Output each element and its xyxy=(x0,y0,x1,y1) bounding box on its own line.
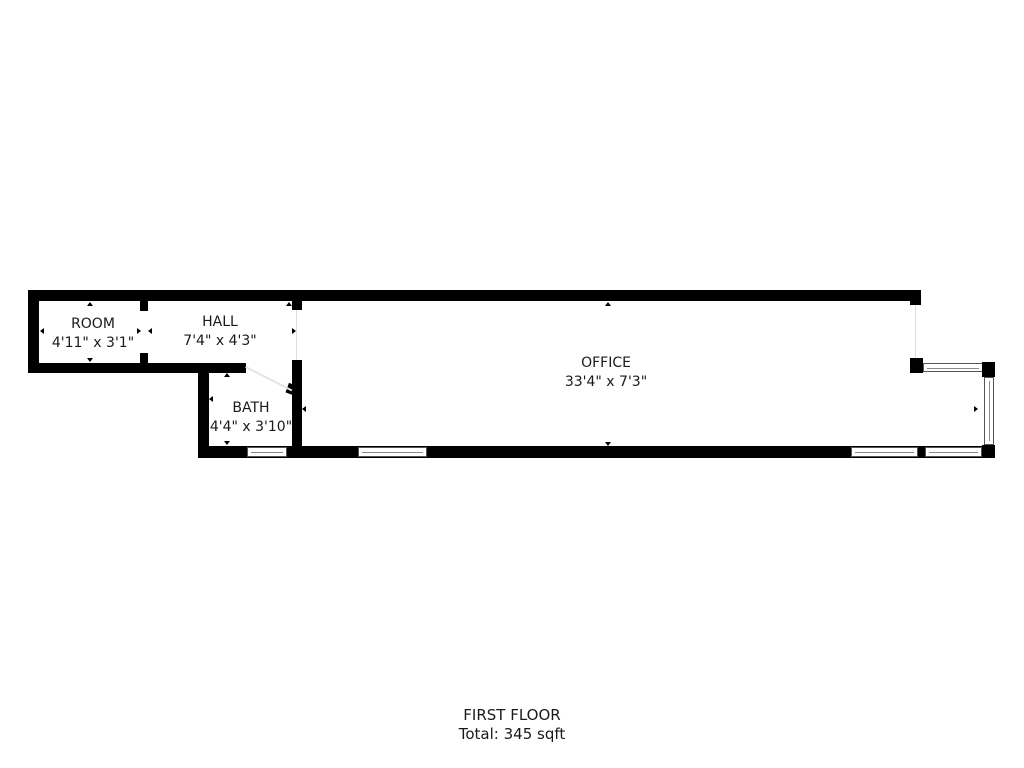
dimension-tick-icon xyxy=(87,302,93,306)
room-dimensions: 7'4" x 4'3" xyxy=(183,333,257,349)
bay-side-window xyxy=(984,377,994,445)
bath-door-swing xyxy=(245,366,293,392)
bay-top-window xyxy=(923,363,983,372)
dimension-tick-icon xyxy=(605,442,611,446)
bay-corner-bottom xyxy=(982,445,995,458)
bath-window xyxy=(247,447,287,457)
room-name: BATH xyxy=(232,400,270,416)
room-name: OFFICE xyxy=(581,355,631,371)
dimension-tick-icon xyxy=(224,441,230,445)
office-window-3 xyxy=(925,447,982,457)
room-name: HALL xyxy=(202,314,238,330)
dimension-tick-icon xyxy=(974,406,978,412)
room-hall-bottom-wall xyxy=(28,363,246,373)
bath-left-wall xyxy=(198,363,209,458)
dimension-tick-icon xyxy=(224,373,230,377)
dimension-tick-icon xyxy=(87,358,93,362)
office-window-1 xyxy=(358,447,427,457)
left-wall xyxy=(28,290,39,373)
office-label: OFFICE 33'4" x 7'3" xyxy=(565,354,647,392)
room-dimensions: 4'4" x 3'10" xyxy=(209,419,293,435)
bay-corner-top xyxy=(982,362,995,377)
dimension-tick-icon xyxy=(286,302,292,306)
bath-office-wall xyxy=(292,360,302,458)
top-wall xyxy=(28,290,921,301)
dimension-tick-icon xyxy=(137,328,141,334)
floor-total-area: Total: 345 sqft xyxy=(458,725,566,743)
hall-office-divider-top xyxy=(292,301,302,310)
dimension-tick-icon xyxy=(40,328,44,334)
room-dimensions: 33'4" x 7'3" xyxy=(564,374,648,390)
right-pillar xyxy=(910,358,923,373)
floor-summary: FIRST FLOOR Total: 345 sqft xyxy=(459,706,566,744)
hall-office-opening xyxy=(296,310,297,360)
bath-label: BATH 4'4" x 3'10" xyxy=(210,399,292,437)
room-name: ROOM xyxy=(71,316,115,332)
office-window-2 xyxy=(851,447,918,457)
room-dimensions: 4'11" x 3'1" xyxy=(51,335,135,351)
room-hall-divider-bottom xyxy=(140,353,148,363)
dimension-tick-icon xyxy=(605,302,611,306)
floor-name: FIRST FLOOR xyxy=(463,706,561,724)
right-opening xyxy=(915,305,916,358)
room-label: ROOM 4'11" x 3'1" xyxy=(52,315,134,353)
dimension-tick-icon xyxy=(148,328,152,334)
dimension-tick-icon xyxy=(209,396,213,402)
dimension-tick-icon xyxy=(302,406,306,412)
room-hall-divider-top xyxy=(140,301,148,311)
right-top-stub xyxy=(910,290,921,305)
hall-label: HALL 7'4" x 4'3" xyxy=(183,313,256,351)
dimension-tick-icon xyxy=(292,328,296,334)
